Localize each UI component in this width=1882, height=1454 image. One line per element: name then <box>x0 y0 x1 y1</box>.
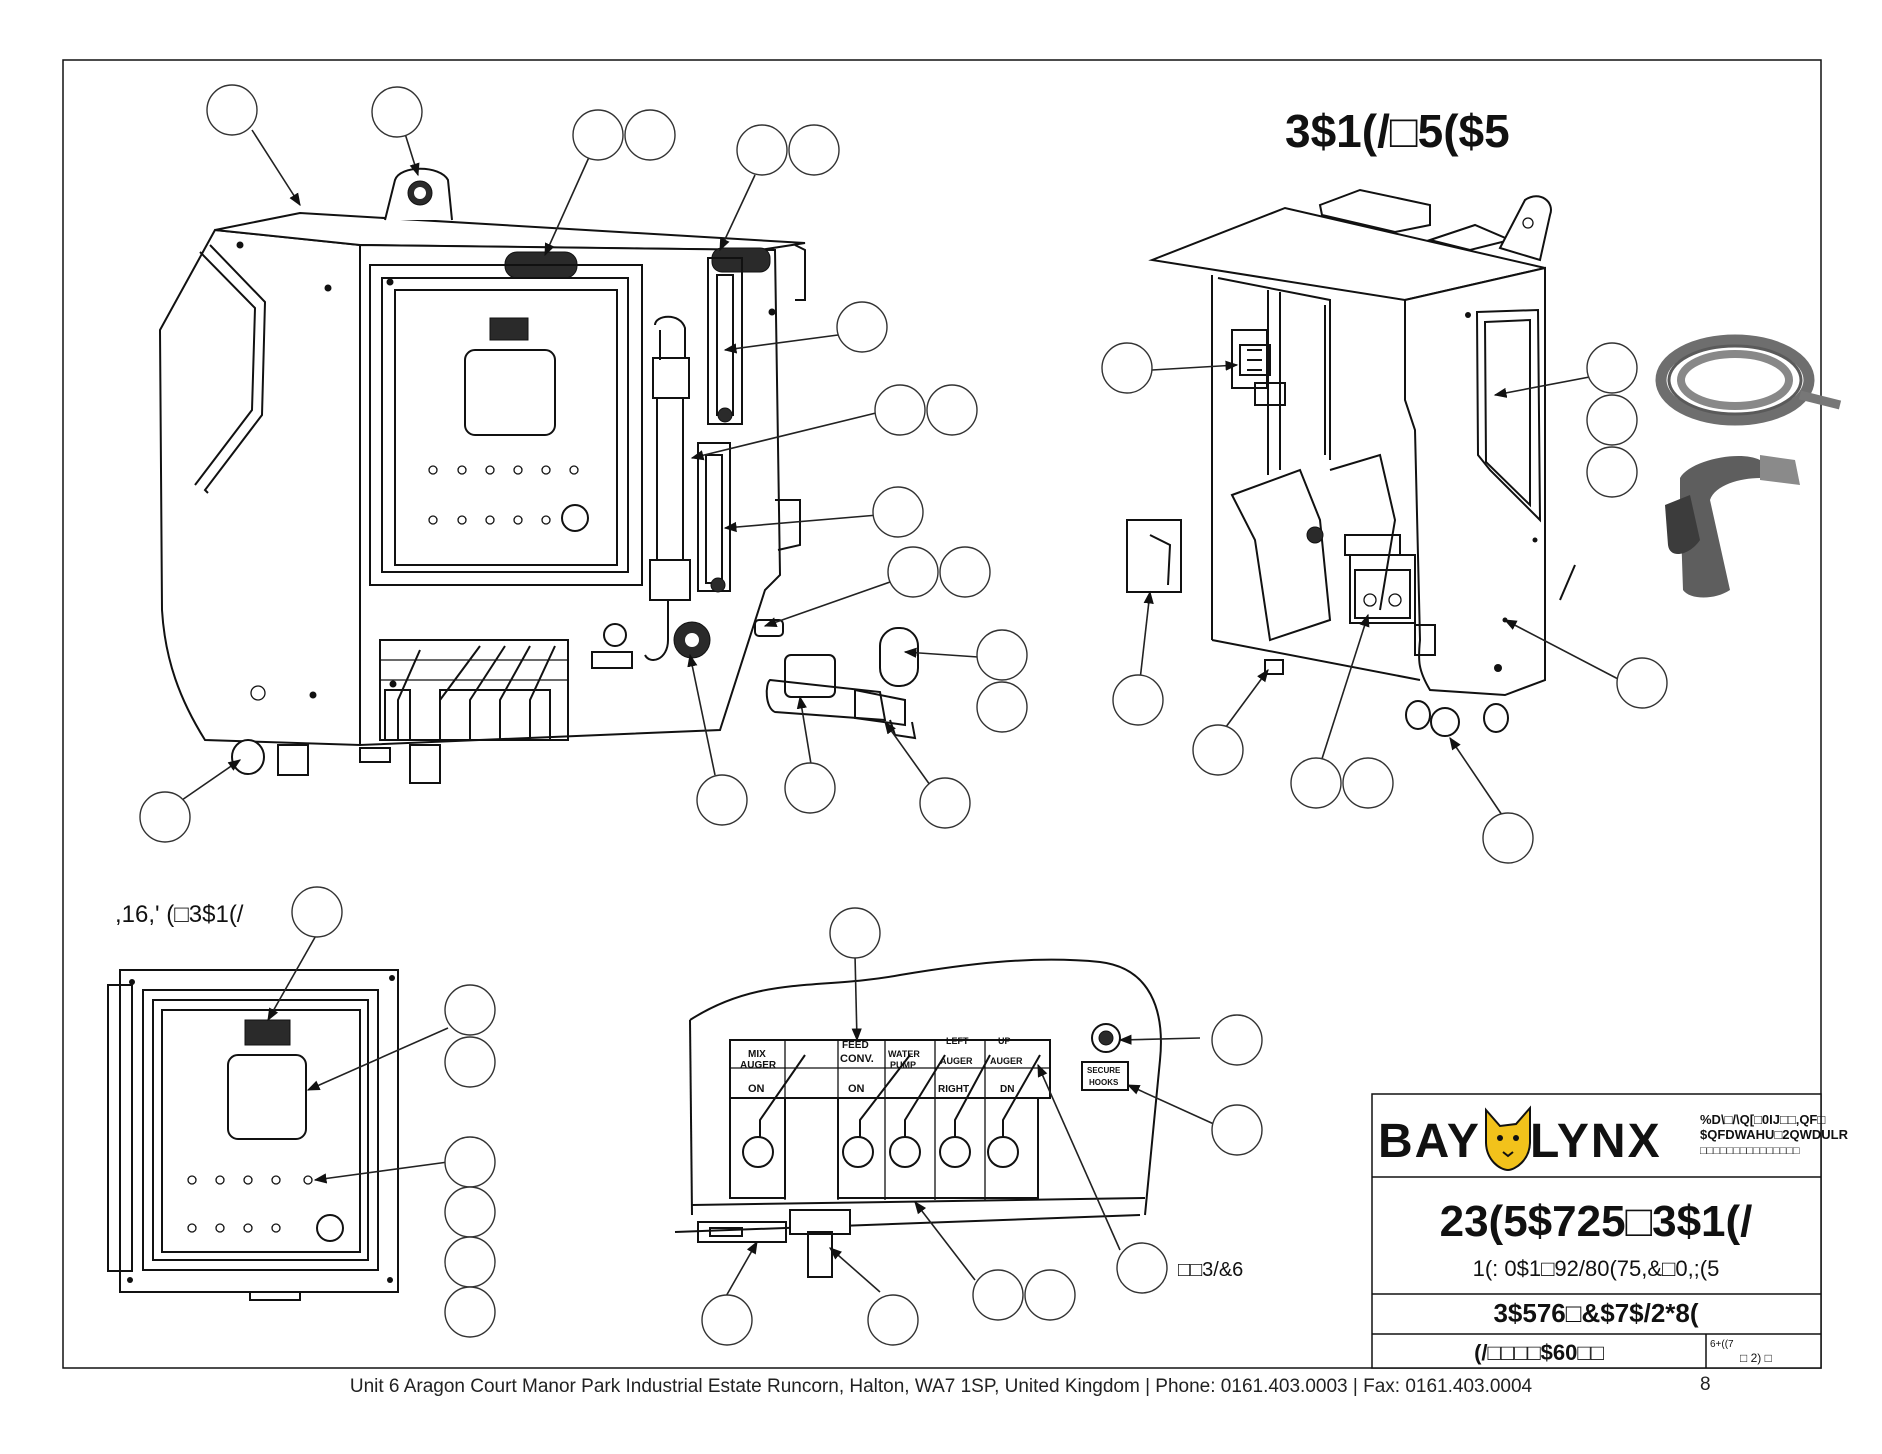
callout-note: □□3/&6 <box>1178 1259 1243 1281</box>
sheet-value: □ 2) □ <box>1740 1351 1772 1365</box>
lynx-head-icon <box>1485 1105 1531 1172</box>
lever-label-feed-conv: FEED CONV. ON <box>840 1040 874 1095</box>
callout-bubble <box>444 1036 496 1088</box>
callout-bubble <box>887 546 939 598</box>
logo-word-bay: BAY <box>1378 1115 1481 1168</box>
lever-label-text: UP <box>998 1036 1011 1046</box>
callout-bubble <box>1101 342 1153 394</box>
callout-bubbles <box>139 84 1668 1346</box>
callout-bubble <box>976 681 1028 733</box>
lever-label-text: SECURE <box>1087 1066 1121 1075</box>
drawing-title: 23(5$725□3$1(/ <box>1440 1197 1753 1246</box>
callout-bubble <box>736 124 788 176</box>
callout-bubble <box>1290 757 1342 809</box>
callout-bubble <box>572 109 624 161</box>
footer-address: Unit 6 Aragon Court Manor Park Industria… <box>349 1376 1533 1397</box>
callout-bubble <box>291 886 343 938</box>
lever-label-text: CONV. <box>840 1053 874 1065</box>
callout-bubble <box>444 1186 496 1238</box>
drawing-subtitle: 1(: 0$1□92/80(75,&□0,;(5 <box>1473 1256 1720 1281</box>
lever-label-text: FEED <box>842 1040 869 1051</box>
callout-bubble <box>1192 724 1244 776</box>
callout-bubble <box>624 109 676 161</box>
indicator-lamps-top <box>428 465 579 475</box>
callout-leaders <box>181 123 1621 1299</box>
callout-bubble <box>919 777 971 829</box>
logo-tagline-1: %D\□/\Q[□0IJ□□,QF□ <box>1700 1112 1825 1127</box>
callout-bubble <box>1112 674 1164 726</box>
callout-bubble <box>444 1286 496 1338</box>
callout-bubble <box>829 907 881 959</box>
page-title: 3$1(/□5($5 <box>1285 105 1510 157</box>
inside-panel-label: ,16,' (□3$1(/ <box>115 901 244 928</box>
logo-word-lynx: LYNX <box>1530 1115 1662 1168</box>
lever-bank-detail: MIX AUGER ON FEED CONV. ON WATER PUMP LE… <box>674 958 1162 1278</box>
inside-panel-lamps-top <box>187 1175 313 1185</box>
callout-bubble <box>701 1294 753 1346</box>
callout-bubble <box>874 384 926 436</box>
lever-label-text: HOOKS <box>1089 1078 1119 1087</box>
lever-label-text: ON <box>748 1083 765 1095</box>
callout-bubble <box>1342 757 1394 809</box>
lever-label-up-auger: UP AUGER DN <box>990 1036 1023 1095</box>
lever-label-water-pump: WATER PUMP <box>888 1049 920 1070</box>
callout-bubble <box>1482 812 1534 864</box>
lever-label-text: MIX <box>748 1049 766 1060</box>
bay-lynx-logo: BAY LYNX %D\□/\Q[□0IJ□□,QF□ $QFDWAHU□2QW… <box>1378 1105 1849 1172</box>
callout-bubble <box>1116 1242 1168 1294</box>
callout-bubble <box>444 1136 496 1188</box>
callout-bubble <box>1586 394 1638 446</box>
sheet-label: 6+((7 <box>1710 1339 1734 1350</box>
callout-bubble <box>696 774 748 826</box>
callout-bubble <box>872 486 924 538</box>
lever-label-text: WATER <box>888 1049 920 1059</box>
lever-label-text: RIGHT <box>938 1084 969 1095</box>
lever-label-mix-auger: MIX AUGER ON <box>740 1049 777 1095</box>
callout-bubble <box>784 762 836 814</box>
lever-label-text: AUGER <box>990 1056 1023 1066</box>
title-block: BAY LYNX %D\□/\Q[□0IJ□□,QF□ $QFDWAHU□2QW… <box>1371 1093 1849 1369</box>
callout-bubble <box>444 984 496 1036</box>
callout-bubble <box>972 1269 1024 1321</box>
logo-tagline-2: $QFDWAHU□2QWDULR <box>1700 1127 1849 1142</box>
lever-label-text: ON <box>848 1083 865 1095</box>
callout-bubble <box>1024 1269 1076 1321</box>
lever-pivots <box>742 1136 1019 1168</box>
lever-label-text: AUGER <box>940 1056 973 1066</box>
callout-bubble <box>1211 1104 1263 1156</box>
logo-tagline-3: □□□□□□□□□□□□□□□ <box>1700 1145 1800 1157</box>
callout-bubble <box>1586 342 1638 394</box>
lever-label-text: PUMP <box>890 1060 916 1070</box>
callout-bubble <box>788 124 840 176</box>
page-border <box>62 59 1822 1369</box>
callout-bubble <box>1211 1014 1263 1066</box>
lever-label-text: DN <box>1000 1084 1014 1095</box>
callout-bubble <box>139 791 191 843</box>
lever-label-left-auger: LEFT AUGER RIGHT <box>938 1036 973 1095</box>
model-number: (/□□□□$60□□ <box>1474 1340 1604 1365</box>
callout-bubble <box>976 629 1028 681</box>
rear-open-enclosure <box>1126 188 1576 737</box>
callout-bubble <box>444 1236 496 1288</box>
inside-panel-lamps-bottom <box>187 1214 344 1242</box>
section-name: 3$576□&$7$/2*8( <box>1493 1298 1698 1328</box>
callout-bubble <box>1586 446 1638 498</box>
callout-bubble <box>867 1294 919 1346</box>
hose-reel-and-spray-gun <box>1655 334 1842 598</box>
callout-bubble <box>1616 657 1668 709</box>
indicator-lamps-bottom <box>428 504 589 532</box>
lever-label-secure-hooks: SECURE HOOKS <box>1087 1066 1121 1087</box>
callout-bubble <box>926 384 978 436</box>
callout-bubble <box>939 546 991 598</box>
lever-label-text: LEFT <box>946 1036 969 1046</box>
callout-bubble <box>836 301 888 353</box>
inside-panel-view <box>107 969 399 1301</box>
page-number: 8 <box>1700 1374 1711 1395</box>
pump-solenoid-assembly <box>754 619 919 740</box>
callout-bubble <box>371 86 423 138</box>
operator-panel-assembly <box>158 167 806 784</box>
lever-label-text: AUGER <box>740 1060 777 1071</box>
callout-bubble <box>206 84 258 136</box>
